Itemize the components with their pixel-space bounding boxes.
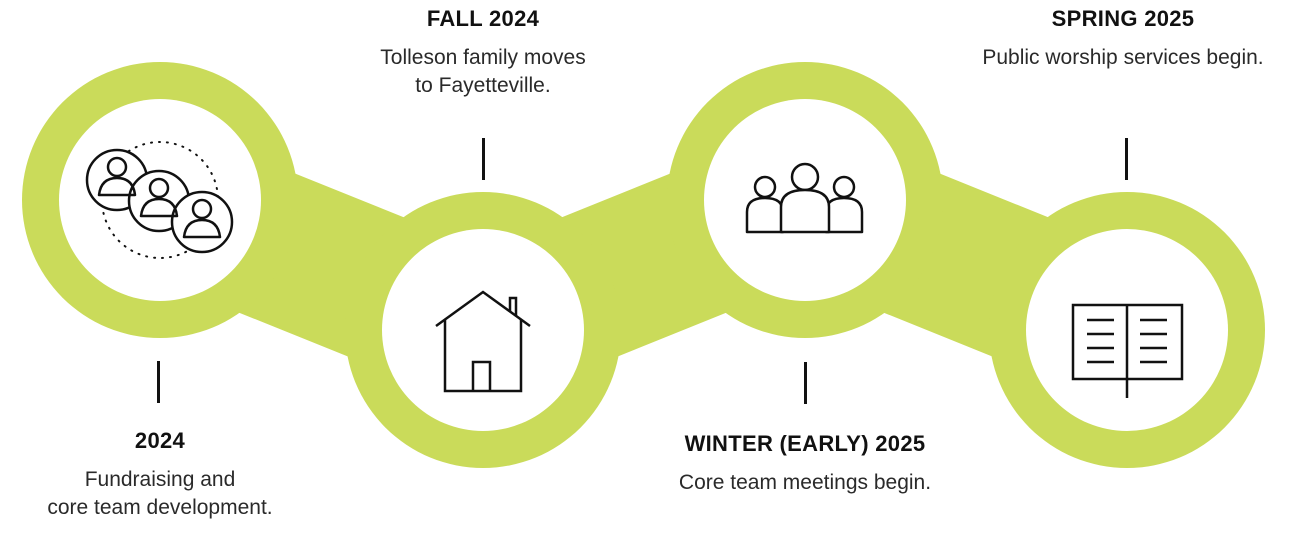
milestone-fall-2024: FALL 2024 Tolleson family moves to Fayet… bbox=[333, 6, 633, 100]
milestone-title: SPRING 2025 bbox=[1051, 6, 1195, 31]
connector-band bbox=[85, 125, 1202, 405]
tick-fall-2024 bbox=[482, 138, 485, 180]
people-network-icon bbox=[85, 141, 234, 259]
description-line: Fundraising and bbox=[84, 468, 236, 491]
milestone-description: Tolleson family moves to Fayetteville. bbox=[333, 44, 633, 100]
tick-spring-2025 bbox=[1125, 138, 1128, 180]
milestone-spring-2025: SPRING 2025 Public worship services begi… bbox=[937, 6, 1309, 72]
description-line: Public worship services begin. bbox=[982, 46, 1264, 69]
tick-2024 bbox=[157, 361, 160, 403]
node-disc-2 bbox=[382, 229, 584, 431]
milestone-description: Core team meetings begin. bbox=[625, 469, 985, 497]
milestone-description: Fundraising and core team development. bbox=[20, 466, 300, 522]
milestone-winter-2025: WINTER (EARLY) 2025 Core team meetings b… bbox=[625, 431, 985, 497]
description-line: Core team meetings begin. bbox=[678, 471, 932, 494]
description-line: Tolleson family moves bbox=[380, 46, 586, 69]
tick-winter-2025 bbox=[804, 362, 807, 404]
open-book-icon bbox=[1071, 303, 1184, 398]
group-icon bbox=[745, 162, 864, 234]
house-icon bbox=[435, 290, 531, 393]
milestone-2024: 2024 Fundraising and core team developme… bbox=[20, 428, 300, 522]
milestone-title: 2024 bbox=[134, 428, 186, 453]
milestone-title: WINTER (EARLY) 2025 bbox=[684, 431, 926, 456]
description-line: core team development. bbox=[47, 496, 273, 519]
milestone-title: FALL 2024 bbox=[426, 6, 540, 31]
description-line: to Fayetteville. bbox=[415, 74, 551, 97]
milestone-description: Public worship services begin. bbox=[937, 44, 1309, 72]
